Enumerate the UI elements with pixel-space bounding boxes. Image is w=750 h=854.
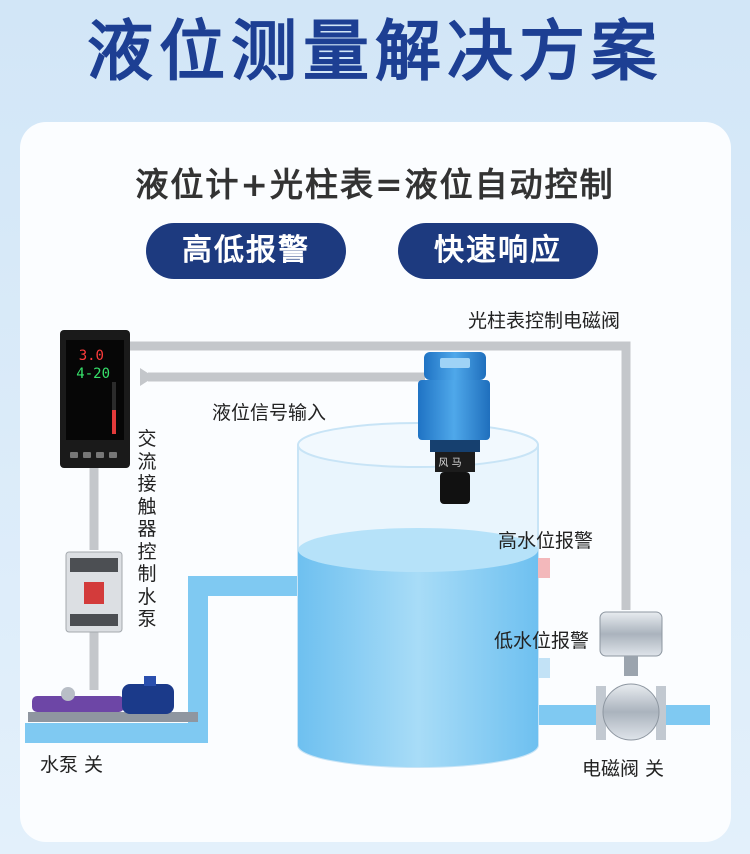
inlet-pipe — [25, 576, 300, 743]
label-high-alarm: 高水位报警 — [498, 530, 594, 552]
label-valve-status: 电磁阀 关 — [582, 758, 665, 780]
water-tank — [297, 422, 539, 768]
label-contactor: 交流接触器控制水泵 — [137, 428, 157, 630]
water-pump — [28, 676, 198, 722]
label-signal-input: 液位信号输入 — [212, 402, 327, 424]
meter-display-top: 3.0 — [79, 348, 104, 364]
high-alarm-marker — [538, 558, 550, 578]
electric-valve — [596, 611, 666, 741]
wire-meter-to-valve — [130, 341, 631, 610]
meter-display-mid: 4-20 — [76, 366, 110, 382]
ac-contactor — [65, 551, 123, 633]
water-body — [298, 550, 538, 767]
label-pump-status: 水泵 关 — [40, 754, 104, 776]
page-title: 液位测量解决方案 — [87, 13, 663, 90]
signal-wires — [89, 341, 631, 690]
label-valve-control: 光柱表控制电磁阀 — [468, 310, 621, 332]
badge-fast-response: 快速响应 — [398, 223, 598, 279]
ultrasonic-sensor: 风 马 — [418, 352, 490, 504]
wire-arrowhead — [140, 368, 154, 386]
badge-high-low-alarm: 高低报警 — [146, 223, 346, 279]
label-low-alarm: 低水位报警 — [494, 630, 590, 652]
sensor-brand: 风 马 — [438, 457, 461, 469]
subtitle: 液位计+光柱表=液位自动控制 — [135, 165, 615, 204]
panel-meter: 3.0 4-20 — [60, 330, 130, 468]
low-alarm-marker — [538, 658, 550, 678]
water-surface — [298, 528, 538, 572]
